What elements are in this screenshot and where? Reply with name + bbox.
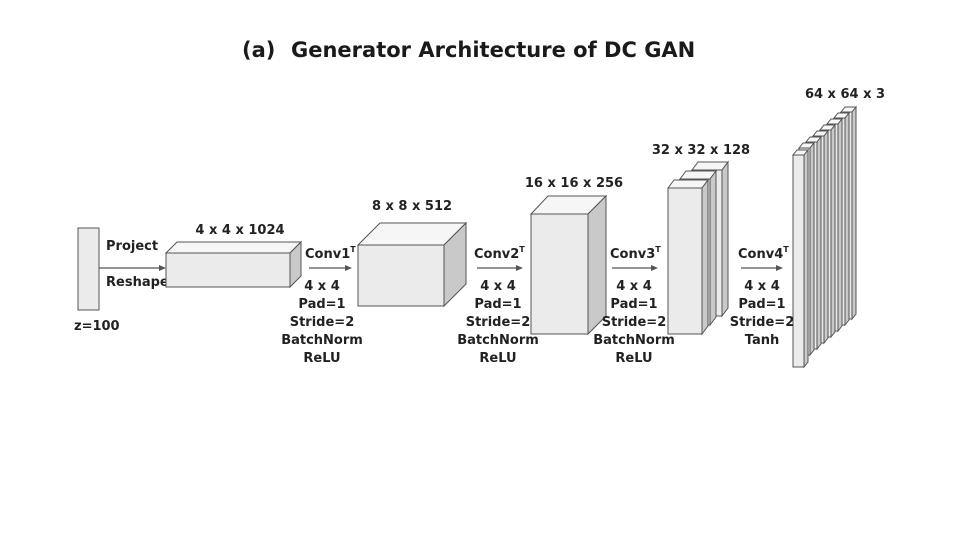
layer-param: ReLU <box>615 351 652 366</box>
layer-params: 4 x 4 Pad=1 Stride=2 BatchNorm ReLU <box>593 279 675 366</box>
layer-name: Conv1T <box>305 245 356 262</box>
project-label: Project <box>106 239 158 254</box>
layer-param: Pad=1 <box>474 297 521 312</box>
layer-param: 4 x 4 <box>744 279 780 294</box>
tensor-label: 32 x 32 x 128 <box>652 143 750 158</box>
tensor-label: 16 x 16 x 256 <box>525 176 623 191</box>
title-prefix: (a) <box>242 38 275 62</box>
tensor-64x64x3 <box>791 105 858 369</box>
layer-name: Conv3T <box>610 245 661 262</box>
diagram-title: Generator Architecture of DC GAN <box>291 38 695 62</box>
layer-param: Pad=1 <box>610 297 657 312</box>
layer-param: 4 x 4 <box>480 279 516 294</box>
tensor-label: 4 x 4 x 1024 <box>195 223 284 238</box>
conv2-arrow <box>477 265 523 271</box>
layer-param: Pad=1 <box>738 297 785 312</box>
layer-param: 4 x 4 <box>616 279 652 294</box>
reshape-label: Reshape <box>106 275 169 290</box>
conv3-arrow <box>612 265 658 271</box>
layer-param: BatchNorm <box>457 333 539 348</box>
layer-param: ReLU <box>303 351 340 366</box>
layer-param: Stride=2 <box>602 315 667 330</box>
tensor-16x16x256 <box>529 194 608 336</box>
layer-name: Conv4T <box>738 245 789 262</box>
layer-param: Stride=2 <box>466 315 531 330</box>
input-label: z=100 <box>74 319 120 334</box>
tensor-8x8x512 <box>356 221 468 308</box>
layer-param: Tanh <box>745 333 779 348</box>
layer-param: 4 x 4 <box>304 279 340 294</box>
layer-param: ReLU <box>479 351 516 366</box>
layer-param: BatchNorm <box>593 333 675 348</box>
layer-param: BatchNorm <box>281 333 363 348</box>
tensor-4x4x1024 <box>164 240 303 289</box>
tensor-32x32x128 <box>667 160 729 336</box>
input-vector <box>77 227 100 311</box>
layer-param: Pad=1 <box>298 297 345 312</box>
layer-name: Conv2T <box>474 245 525 262</box>
layer-params: 4 x 4 Pad=1 Stride=2 BatchNorm ReLU <box>281 279 363 366</box>
conv1-arrow <box>309 265 352 271</box>
layer-param: Stride=2 <box>730 315 795 330</box>
tensor-label: 8 x 8 x 512 <box>372 199 452 214</box>
project-arrow <box>99 265 166 271</box>
conv4-arrow <box>741 265 783 271</box>
layer-param: Stride=2 <box>290 315 355 330</box>
layer-params: 4 x 4 Pad=1 Stride=2 Tanh <box>730 279 795 348</box>
layer-params: 4 x 4 Pad=1 Stride=2 BatchNorm ReLU <box>457 279 539 366</box>
tensor-label: 64 x 64 x 3 <box>805 87 885 102</box>
